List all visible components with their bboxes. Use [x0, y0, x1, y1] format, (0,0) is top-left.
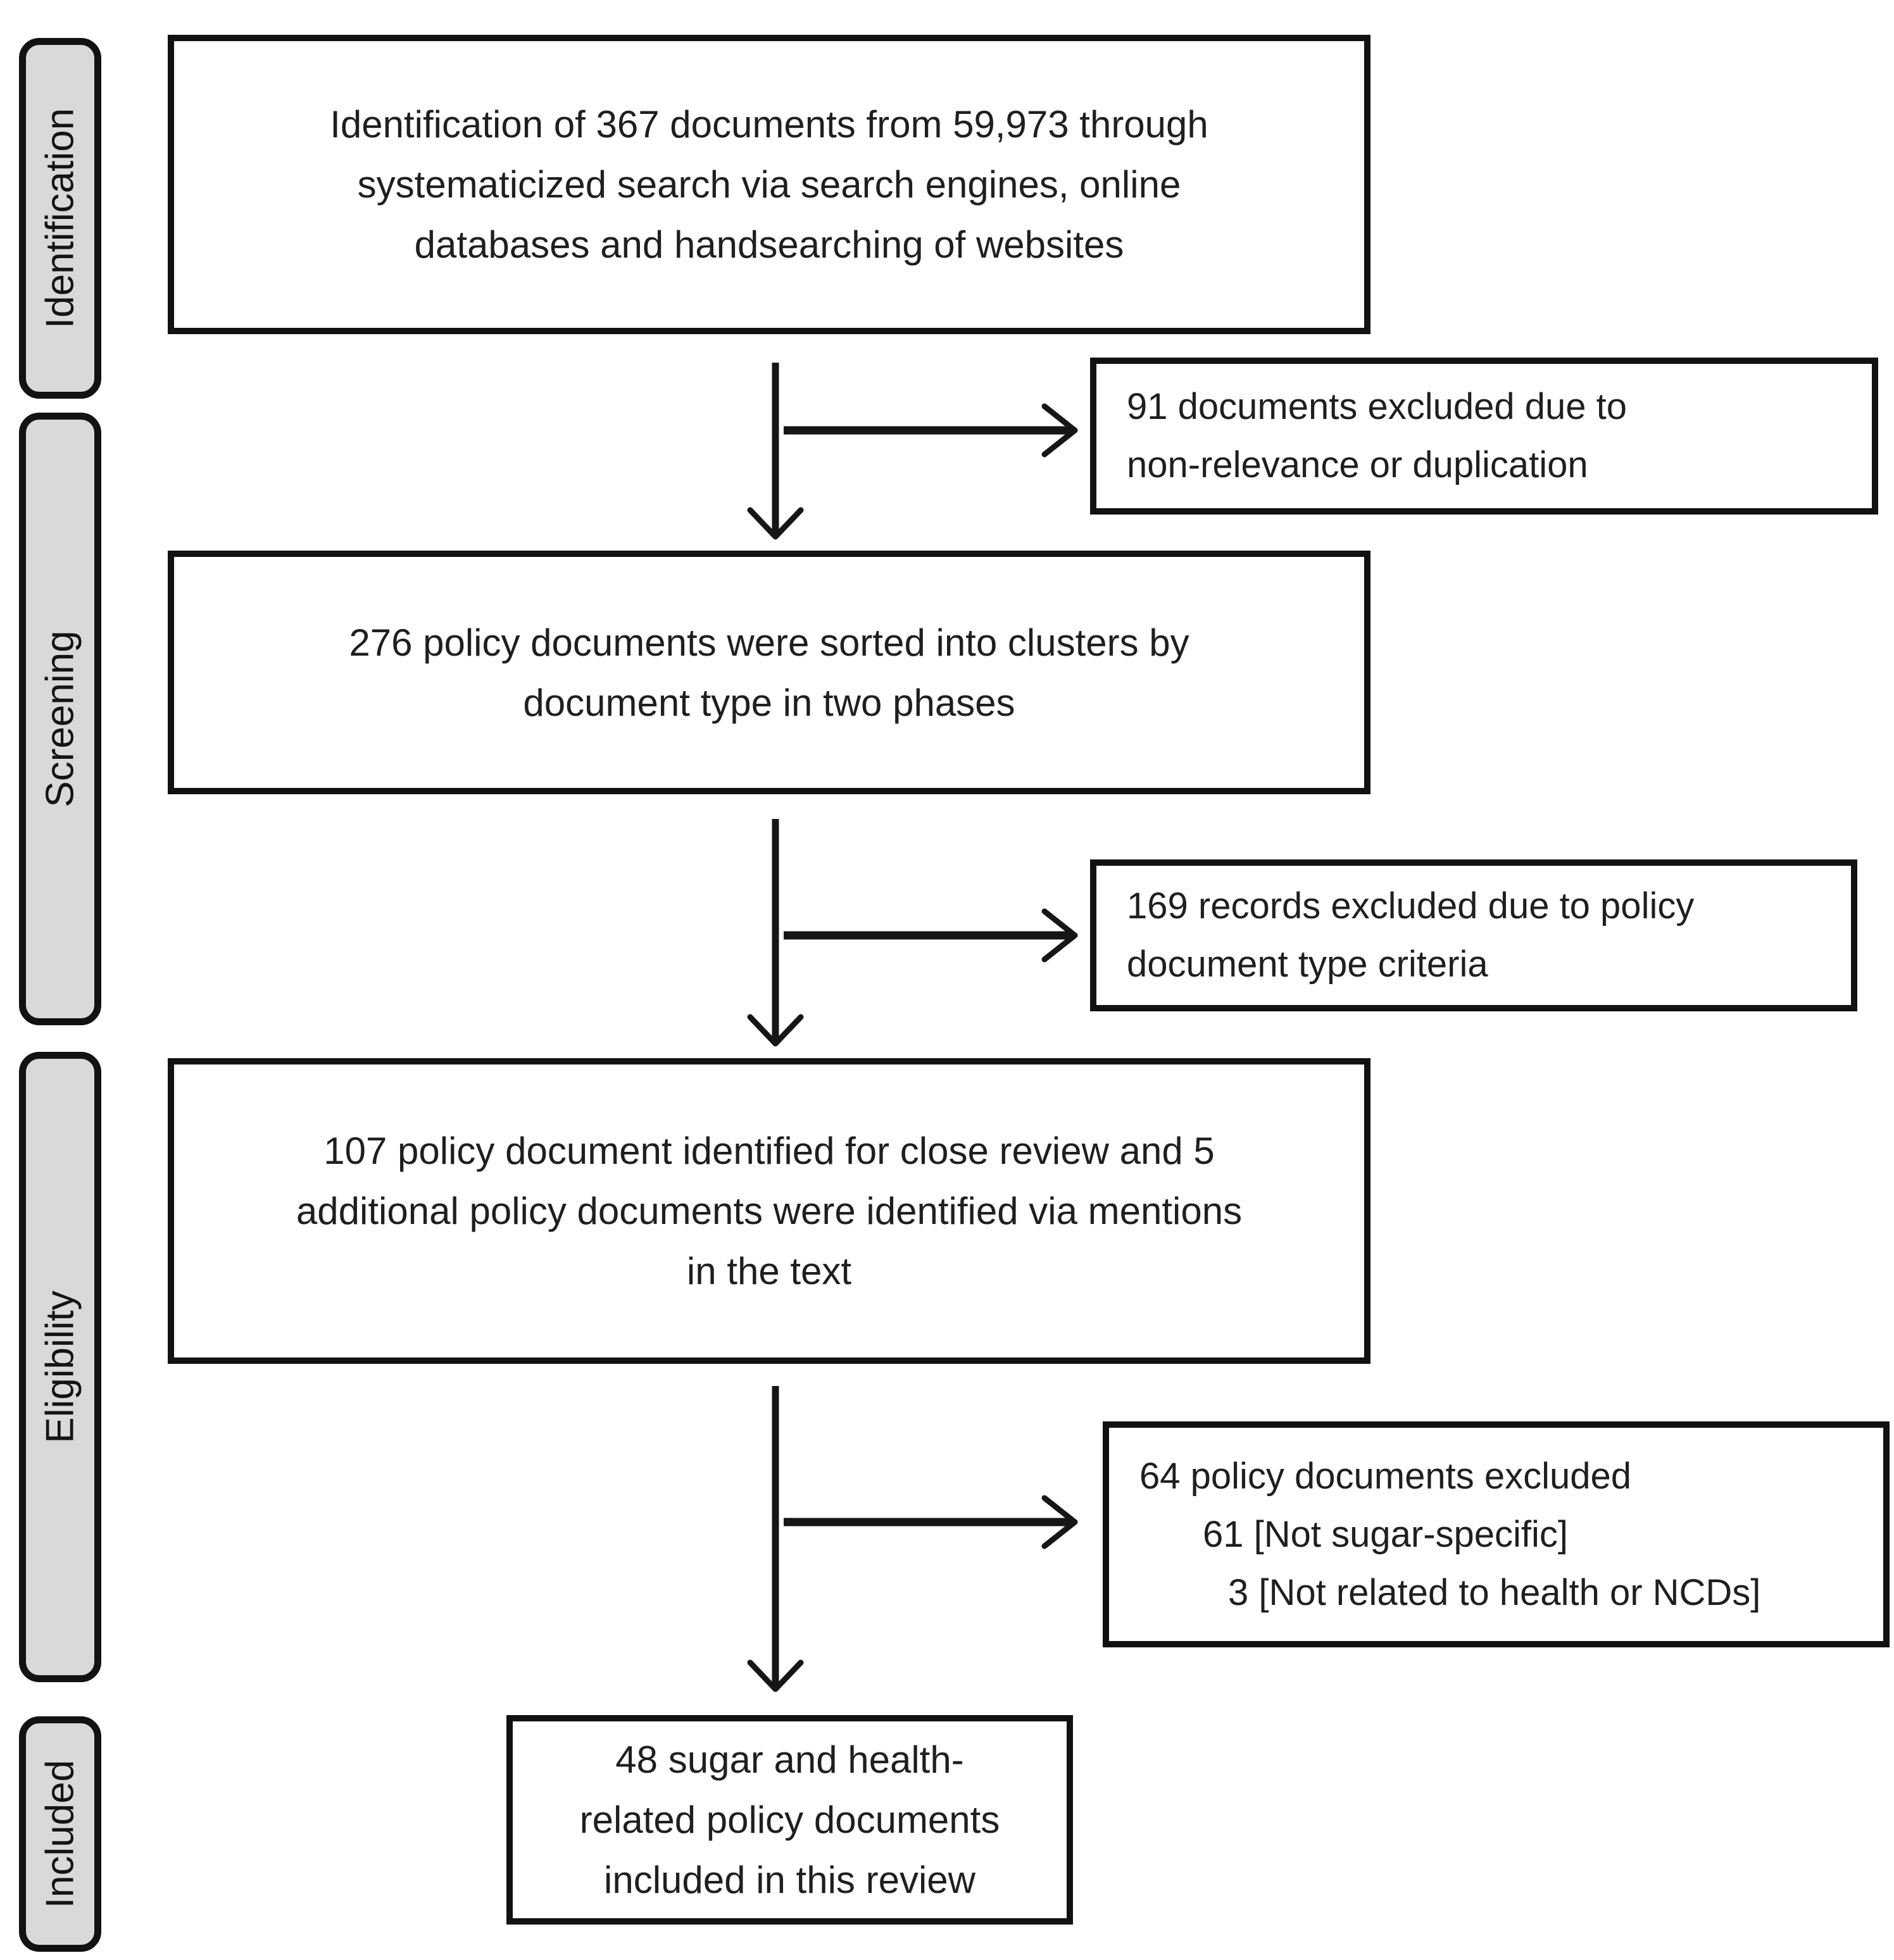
stage-label-included: Included — [38, 1759, 82, 1909]
stage-tab-identification: Identification — [19, 38, 101, 399]
stage-label-screening: Screening — [38, 630, 82, 808]
text-line: 91 documents excluded due to — [1127, 386, 1627, 427]
flow-box-identification: Identification of 367 documents from 59,… — [168, 35, 1370, 334]
text-line: 3 [Not related to health or NCDs] — [1228, 1571, 1761, 1613]
exclusion-box-eligibility: 169 records excluded due to policy docum… — [1090, 859, 1857, 1011]
text-line: 276 policy documents were sorted into cl… — [349, 621, 1189, 664]
stage-tab-included: Included — [19, 1716, 101, 1952]
arrow-head-down-icon — [747, 1014, 804, 1047]
arrow-screening-to-eligibility — [747, 819, 804, 1047]
text-line: 169 records excluded due to policy — [1127, 885, 1695, 927]
flow-box-eligibility: 107 policy document identified for close… — [168, 1058, 1370, 1364]
arrow-to-exclusion-screening — [784, 403, 1078, 458]
text-line: document type in two phases — [523, 681, 1015, 724]
flow-box-included: 48 sugar and health- related policy docu… — [506, 1715, 1073, 1925]
text-line: additional policy documents were identif… — [296, 1190, 1243, 1232]
stage-label-identification: Identification — [38, 108, 82, 329]
flow-box-screening: 276 policy documents were sorted into cl… — [168, 551, 1370, 794]
text-line: 61 [Not sugar-specific] — [1203, 1513, 1569, 1555]
text-line: 64 policy documents excluded — [1139, 1455, 1632, 1497]
stage-tab-eligibility: Eligibility — [19, 1052, 101, 1682]
arrow-head-right-icon — [1041, 1495, 1078, 1549]
arrow-identification-to-screening — [747, 363, 804, 540]
text-line: related policy documents — [579, 1799, 1000, 1841]
exclusion-box-included: 64 policy documents excluded 61 [Not sug… — [1103, 1421, 1890, 1647]
arrow-head-right-icon — [1041, 908, 1078, 963]
arrow-to-exclusion-eligibility — [784, 908, 1078, 963]
stage-tab-screening: Screening — [19, 413, 101, 1025]
arrow-to-exclusion-included — [784, 1495, 1078, 1549]
text-line: included in this review — [604, 1859, 975, 1901]
arrow-eligibility-to-included — [747, 1386, 804, 1692]
text-line: Identification of 367 documents from 59,… — [330, 103, 1208, 146]
text-line: document type criteria — [1127, 944, 1488, 985]
text-line: non-relevance or duplication — [1127, 444, 1588, 485]
text-line: 107 policy document identified for close… — [323, 1130, 1215, 1172]
stage-label-eligibility: Eligibility — [38, 1290, 82, 1444]
text-line: systematicized search via search engines… — [357, 163, 1181, 206]
text-line: in the text — [686, 1250, 852, 1292]
text-line: 48 sugar and health- — [615, 1738, 964, 1781]
arrow-head-right-icon — [1041, 403, 1078, 458]
arrow-head-down-icon — [747, 1659, 804, 1692]
exclusion-box-screening: 91 documents excluded due to non-relevan… — [1090, 358, 1878, 515]
arrow-head-down-icon — [747, 507, 804, 540]
text-line: databases and handsearching of websites — [414, 223, 1124, 266]
